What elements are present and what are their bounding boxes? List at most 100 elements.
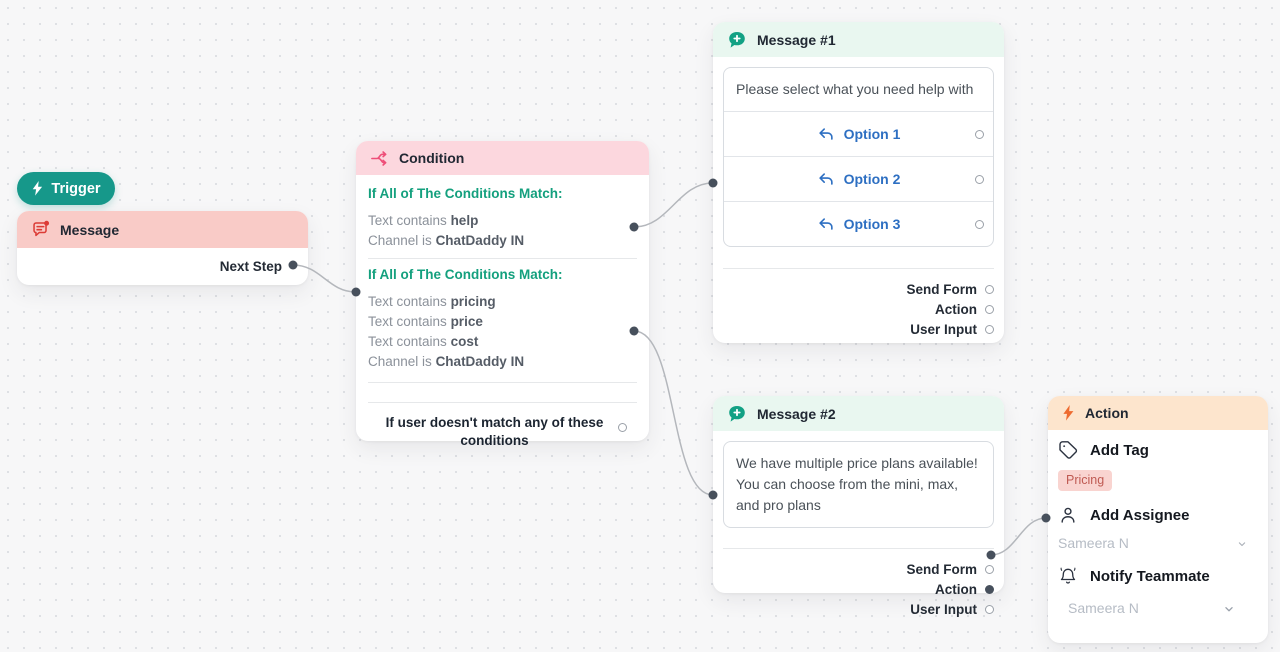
- condition-rule: Channel is ChatDaddy IN: [368, 352, 637, 372]
- condition-rule: Channel is ChatDaddy IN: [368, 231, 637, 251]
- message2-body-text[interactable]: We have multiple price plans available! …: [736, 455, 978, 513]
- condition-rule: Text contains help: [368, 211, 637, 231]
- message-node-title: Message: [60, 221, 120, 238]
- message2-node[interactable]: Message #2 We have multiple price plans …: [713, 396, 1004, 617]
- rule-prefix: Channel is: [368, 233, 432, 248]
- fallback-port[interactable]: [618, 422, 627, 432]
- send-form-label: Send Form: [906, 561, 977, 577]
- option-row-1[interactable]: Option 1: [724, 111, 993, 156]
- add-assignee-label: Add Assignee: [1090, 506, 1190, 524]
- rule-value: price: [450, 314, 483, 329]
- rule-prefix: Text contains: [368, 314, 447, 329]
- message2-content-box[interactable]: We have multiple price plans available! …: [723, 441, 994, 528]
- divider: [368, 382, 637, 383]
- chat-plus-icon: [727, 404, 747, 424]
- person-icon: [1058, 505, 1078, 525]
- condition-body: If All of The Conditions Match: Text con…: [356, 175, 649, 450]
- condition-node-title: Condition: [399, 150, 465, 166]
- rule-value: ChatDaddy IN: [435, 233, 525, 248]
- trigger-label: Trigger: [51, 180, 101, 197]
- rule-value: cost: [450, 334, 479, 349]
- action-port[interactable]: [985, 304, 994, 314]
- message-node-header[interactable]: Message: [17, 211, 308, 248]
- user-input-port[interactable]: [985, 604, 994, 614]
- branch-split-icon: [370, 149, 389, 168]
- reply-arrow-icon: [817, 170, 835, 188]
- next-step-label: Next Step: [219, 259, 282, 274]
- send-form-port[interactable]: [985, 284, 994, 294]
- message-node[interactable]: Message Next Step: [17, 211, 308, 285]
- option-label: Option 1: [843, 126, 901, 142]
- user-input-label: User Input: [910, 601, 977, 617]
- rule-value: ChatDaddy IN: [435, 354, 525, 369]
- assignee-value: Sameera N: [1058, 535, 1129, 551]
- notify-value: Sameera N: [1068, 600, 1139, 616]
- user-input-port[interactable]: [985, 324, 994, 334]
- condition-branch-2-header: If All of The Conditions Match:: [368, 267, 563, 282]
- tag-chip[interactable]: Pricing: [1058, 470, 1113, 491]
- condition-rule: Text contains price: [368, 312, 637, 332]
- divider: [723, 548, 994, 549]
- lightning-icon: [1062, 405, 1075, 421]
- message1-content-box[interactable]: Please select what you need help with Op…: [723, 67, 994, 247]
- action-port-connected[interactable]: [985, 584, 994, 594]
- reply-arrow-icon: [817, 215, 835, 233]
- assignee-select[interactable]: Sameera N: [1058, 533, 1258, 553]
- action-node[interactable]: Action Add Tag Pricing Add Assignee Same…: [1048, 396, 1268, 643]
- message2-node-header[interactable]: Message #2: [713, 396, 1004, 431]
- option-3-port[interactable]: [975, 219, 984, 229]
- action-label: Action: [935, 581, 977, 597]
- option-row-2[interactable]: Option 2: [724, 156, 993, 201]
- user-input-handle[interactable]: User Input: [723, 599, 994, 619]
- rule-prefix: Channel is: [368, 354, 432, 369]
- reply-arrow-icon: [817, 125, 835, 143]
- option-label: Option 3: [843, 216, 901, 232]
- chevron-down-icon: [1236, 537, 1248, 553]
- option-label: Option 2: [843, 171, 901, 187]
- trigger-node[interactable]: Trigger: [17, 172, 115, 205]
- action-node-header[interactable]: Action: [1048, 396, 1268, 430]
- condition-node[interactable]: Condition If All of The Conditions Match…: [356, 141, 649, 448]
- send-form-handle[interactable]: Send Form: [723, 559, 994, 579]
- rule-prefix: Text contains: [368, 294, 447, 309]
- condition-branch-1-header: If All of The Conditions Match:: [368, 186, 563, 201]
- message1-body-text[interactable]: Please select what you need help with: [736, 81, 974, 97]
- divider: [368, 402, 637, 403]
- message1-node-title: Message #1: [757, 31, 836, 48]
- user-input-label: User Input: [910, 321, 977, 337]
- divider: [368, 258, 637, 259]
- add-assignee-row[interactable]: Add Assignee: [1058, 503, 1258, 527]
- notify-teammate-label: Notify Teammate: [1090, 567, 1210, 585]
- condition-rule: Text contains cost: [368, 332, 637, 352]
- message1-node[interactable]: Message #1 Please select what you need h…: [713, 22, 1004, 343]
- rule-value: pricing: [450, 294, 496, 309]
- next-step-handle[interactable]: Next Step: [17, 248, 308, 285]
- add-tag-label: Add Tag: [1090, 441, 1149, 459]
- option-2-port[interactable]: [975, 174, 984, 184]
- condition-fallback-handle[interactable]: If user doesn't match any of these condi…: [368, 403, 637, 450]
- option-1-port[interactable]: [975, 129, 984, 139]
- send-form-port[interactable]: [985, 564, 994, 574]
- action-node-title: Action: [1085, 405, 1129, 421]
- user-input-handle[interactable]: User Input: [723, 319, 994, 339]
- send-form-handle[interactable]: Send Form: [723, 279, 994, 299]
- condition-fallback-label: If user doesn't match any of these condi…: [385, 415, 604, 448]
- divider: [723, 268, 994, 269]
- chat-plus-icon: [727, 30, 747, 50]
- rule-prefix: Text contains: [368, 213, 447, 228]
- notify-teammate-row[interactable]: Notify Teammate: [1058, 564, 1258, 588]
- notify-select[interactable]: Sameera N: [1058, 598, 1258, 618]
- add-tag-row[interactable]: Add Tag: [1058, 438, 1258, 462]
- action-handle[interactable]: Action: [723, 299, 994, 319]
- message-icon: [31, 220, 50, 239]
- chevron-down-icon: [1222, 602, 1236, 619]
- condition-node-header[interactable]: Condition: [356, 141, 649, 175]
- message1-node-header[interactable]: Message #1: [713, 22, 1004, 57]
- option-row-3[interactable]: Option 3: [724, 201, 993, 246]
- lightning-icon: [31, 181, 44, 196]
- message2-node-title: Message #2: [757, 405, 836, 422]
- send-form-label: Send Form: [906, 281, 977, 297]
- rule-value: help: [450, 213, 479, 228]
- action-handle[interactable]: Action: [723, 579, 994, 599]
